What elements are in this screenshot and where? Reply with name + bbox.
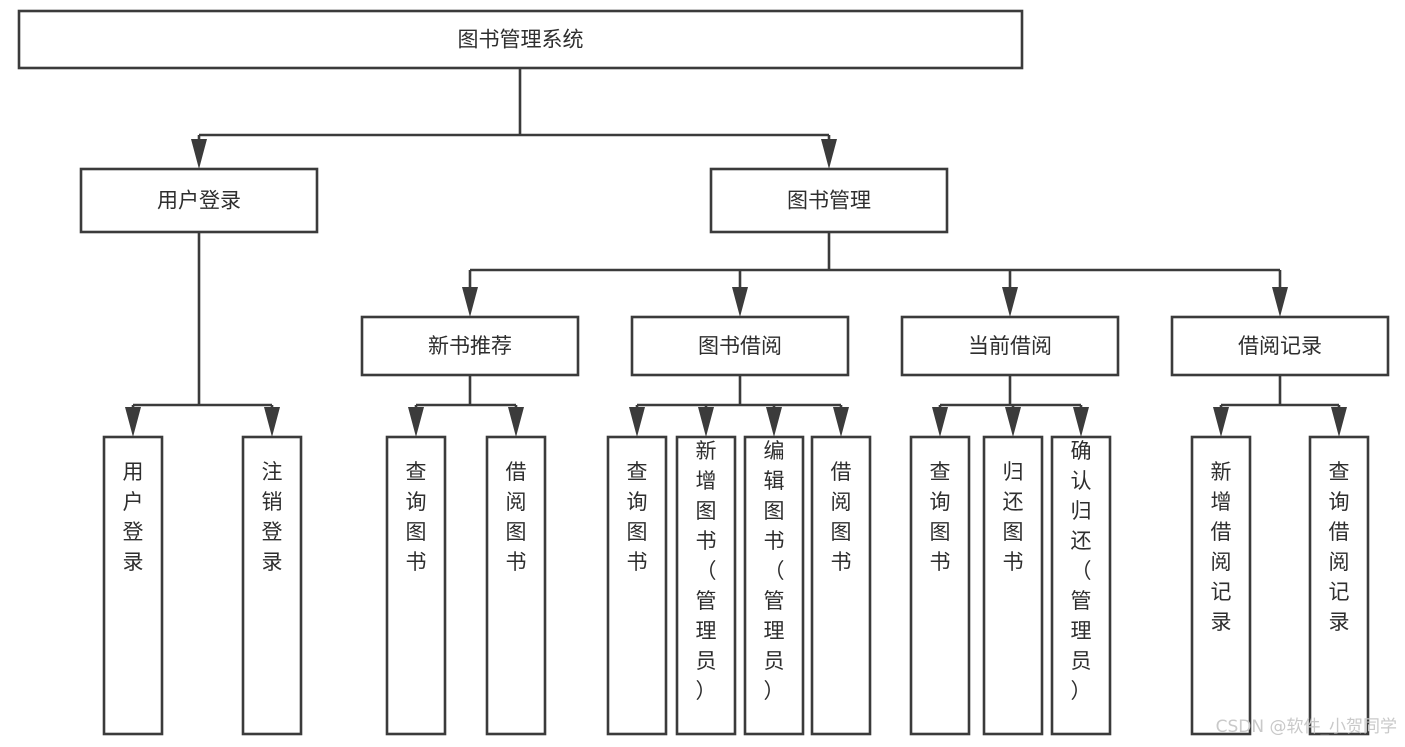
arrow-head-icon <box>732 287 748 317</box>
node-label: 图书管理系统 <box>458 28 584 52</box>
node-box <box>1170 315 1390 377</box>
node-label: 编辑图书（管理员） <box>764 439 785 703</box>
arrow-head-icon <box>408 407 424 437</box>
node-box <box>385 435 447 736</box>
node-leaf-add-book-admin[interactable]: 新增图书（管理员） <box>675 435 737 736</box>
node-label: 注销登录 <box>262 460 283 574</box>
arrow-head-icon <box>264 407 280 437</box>
node-leaf-edit-book-admin[interactable]: 编辑图书（管理员） <box>743 435 805 736</box>
node-leaf-borrow-book-2[interactable]: 借阅图书 <box>810 435 872 736</box>
node-leaf-query-borrow-record[interactable]: 查询借阅记录 <box>1308 435 1370 736</box>
arrow-head-icon <box>1331 407 1347 437</box>
arrow-head-icon <box>833 407 849 437</box>
node-box <box>1190 435 1252 736</box>
arrow-head-icon <box>1002 287 1018 317</box>
node-label: 确认归还（管理员） <box>1071 439 1092 703</box>
node-leaf-query-book-1[interactable]: 查询图书 <box>385 435 447 736</box>
arrow-head-icon <box>932 407 948 437</box>
arrow-head-icon <box>1213 407 1229 437</box>
csdn-watermark: CSDN @软件_小贺同学 <box>1216 717 1397 737</box>
node-label: 借阅记录 <box>1238 334 1322 358</box>
arrow-head-icon <box>191 139 207 169</box>
arrow-head-icon <box>462 287 478 317</box>
node-new-book-recommend[interactable]: 新书推荐 <box>360 315 580 377</box>
node-label: 查询借阅记录 <box>1329 460 1350 634</box>
node-leaf-logout[interactable]: 注销登录 <box>241 435 303 736</box>
node-leaf-user-login[interactable]: 用户登录 <box>102 435 164 736</box>
node-leaf-confirm-return-admin[interactable]: 确认归还（管理员） <box>1050 435 1112 736</box>
node-label: 查询图书 <box>406 460 427 574</box>
node-label: 借阅图书 <box>831 460 852 574</box>
node-label: 用户登录 <box>123 460 144 574</box>
node-box <box>743 435 805 736</box>
node-label: 新增图书（管理员） <box>696 439 717 703</box>
node-box <box>1308 435 1370 736</box>
node-label: 图书管理 <box>787 189 871 213</box>
node-borrow-record[interactable]: 借阅记录 <box>1170 315 1390 377</box>
node-leaf-add-borrow-record[interactable]: 新增借阅记录 <box>1190 435 1252 736</box>
node-leaf-query-book-2[interactable]: 查询图书 <box>606 435 668 736</box>
arrow-head-icon <box>1073 407 1089 437</box>
node-box <box>630 315 850 377</box>
node-label: 图书借阅 <box>698 334 782 358</box>
arrow-head-icon <box>821 139 837 169</box>
node-box <box>810 435 872 736</box>
node-label: 用户登录 <box>157 189 241 213</box>
arrow-head-icon <box>508 407 524 437</box>
node-user-login[interactable]: 用户登录 <box>79 167 319 234</box>
node-leaf-query-book-3[interactable]: 查询图书 <box>909 435 971 736</box>
node-box <box>1050 435 1112 736</box>
node-box <box>900 315 1120 377</box>
node-box <box>709 167 949 234</box>
node-leaf-borrow-book-1[interactable]: 借阅图书 <box>485 435 547 736</box>
connectors-layer <box>125 68 1347 437</box>
arrow-head-icon <box>125 407 141 437</box>
node-box <box>485 435 547 736</box>
node-box <box>982 435 1044 736</box>
node-box <box>17 9 1024 70</box>
arrow-head-icon <box>698 407 714 437</box>
node-label: 查询图书 <box>930 460 951 574</box>
node-label: 当前借阅 <box>968 334 1052 358</box>
node-box <box>102 435 164 736</box>
node-box <box>606 435 668 736</box>
arrow-head-icon <box>1272 287 1288 317</box>
node-label: 查询图书 <box>627 460 648 574</box>
node-root[interactable]: 图书管理系统 <box>17 9 1024 70</box>
node-box <box>360 315 580 377</box>
arrow-head-icon <box>1005 407 1021 437</box>
node-label: 新书推荐 <box>428 334 512 358</box>
boxes-layer: 图书管理系统用户登录图书管理新书推荐图书借阅当前借阅借阅记录用户登录注销登录查询… <box>17 9 1390 736</box>
arrow-head-icon <box>629 407 645 437</box>
node-label: 新增借阅记录 <box>1211 460 1232 634</box>
node-book-borrow[interactable]: 图书借阅 <box>630 315 850 377</box>
node-book-management[interactable]: 图书管理 <box>709 167 949 234</box>
node-leaf-return-book[interactable]: 归还图书 <box>982 435 1044 736</box>
arrow-head-icon <box>766 407 782 437</box>
node-box <box>241 435 303 736</box>
node-current-borrow[interactable]: 当前借阅 <box>900 315 1120 377</box>
node-box <box>909 435 971 736</box>
node-box <box>79 167 319 234</box>
node-label: 归还图书 <box>1003 460 1024 574</box>
node-label: 借阅图书 <box>506 460 527 574</box>
node-box <box>675 435 737 736</box>
